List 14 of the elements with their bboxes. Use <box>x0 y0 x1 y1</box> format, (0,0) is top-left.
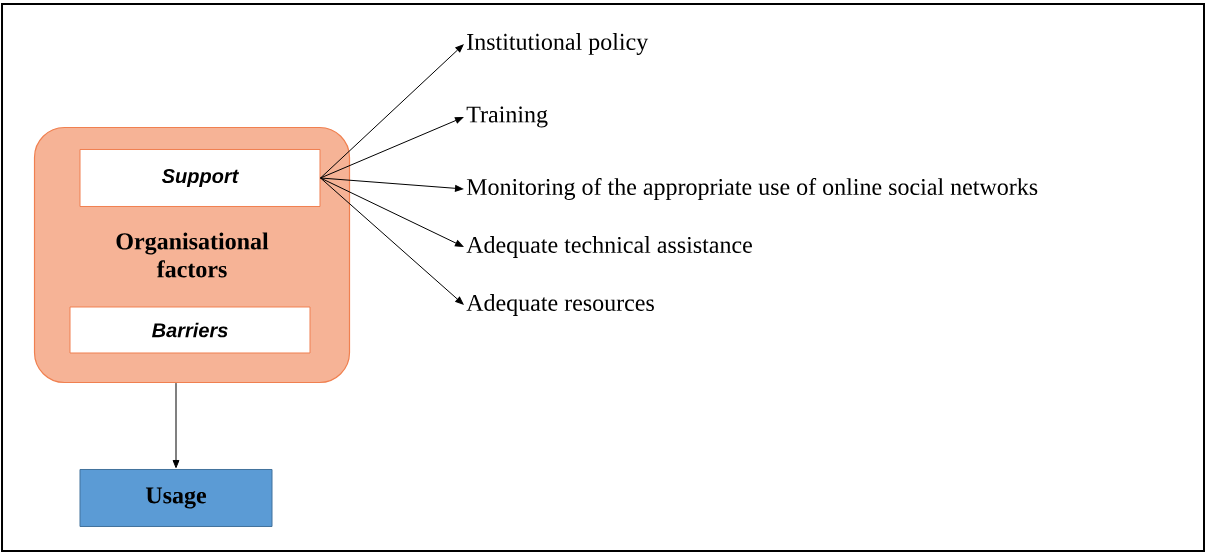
arrow <box>320 44 464 179</box>
item-label: Institutional policy <box>467 33 649 55</box>
arrow <box>320 177 464 192</box>
sub-factor-box: Support <box>79 149 321 207</box>
item-label: Training <box>466 106 548 128</box>
item-label: Adequate technical assistance <box>466 236 752 258</box>
item-label: Adequate resources <box>466 294 654 316</box>
outcome-box: Usage <box>79 469 273 527</box>
arrow <box>320 177 464 247</box>
sub-factor-box: Barriers <box>69 306 311 354</box>
arrow <box>172 382 180 469</box>
arrow <box>320 117 464 179</box>
arrow <box>320 177 464 305</box>
item-label: Monitoring of the appropriate use of online social networks <box>466 177 1038 201</box>
